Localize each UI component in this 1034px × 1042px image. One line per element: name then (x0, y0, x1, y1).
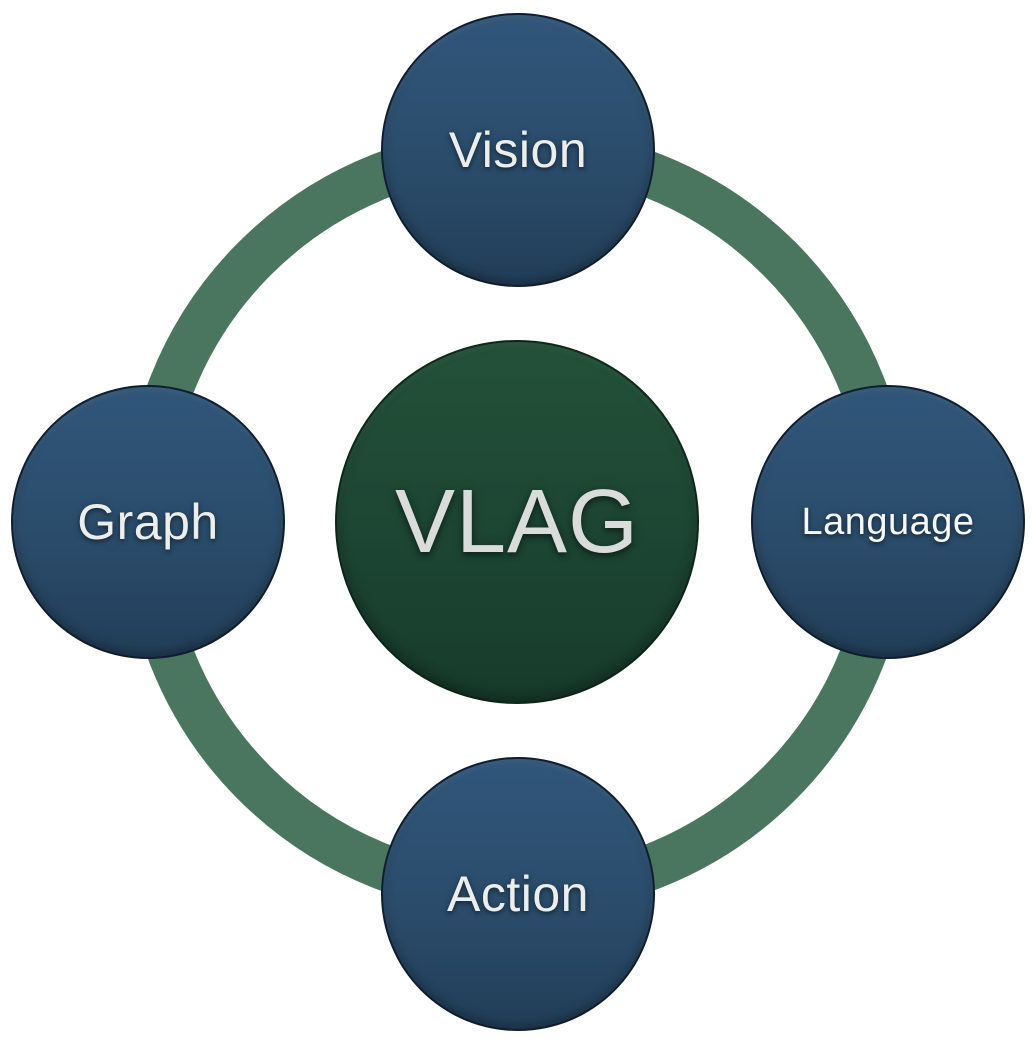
node-action-label: Action (447, 866, 589, 922)
center-node-vlag: VLAG (335, 340, 699, 704)
node-language-label: Language (801, 501, 975, 543)
node-action: Action (381, 757, 655, 1031)
center-node-label: VLAG (394, 472, 640, 572)
node-language: Language (751, 385, 1025, 659)
node-vision-label: Vision (448, 122, 588, 178)
node-vision: Vision (381, 13, 655, 287)
node-graph-label: Graph (77, 494, 219, 550)
node-graph: Graph (11, 385, 285, 659)
